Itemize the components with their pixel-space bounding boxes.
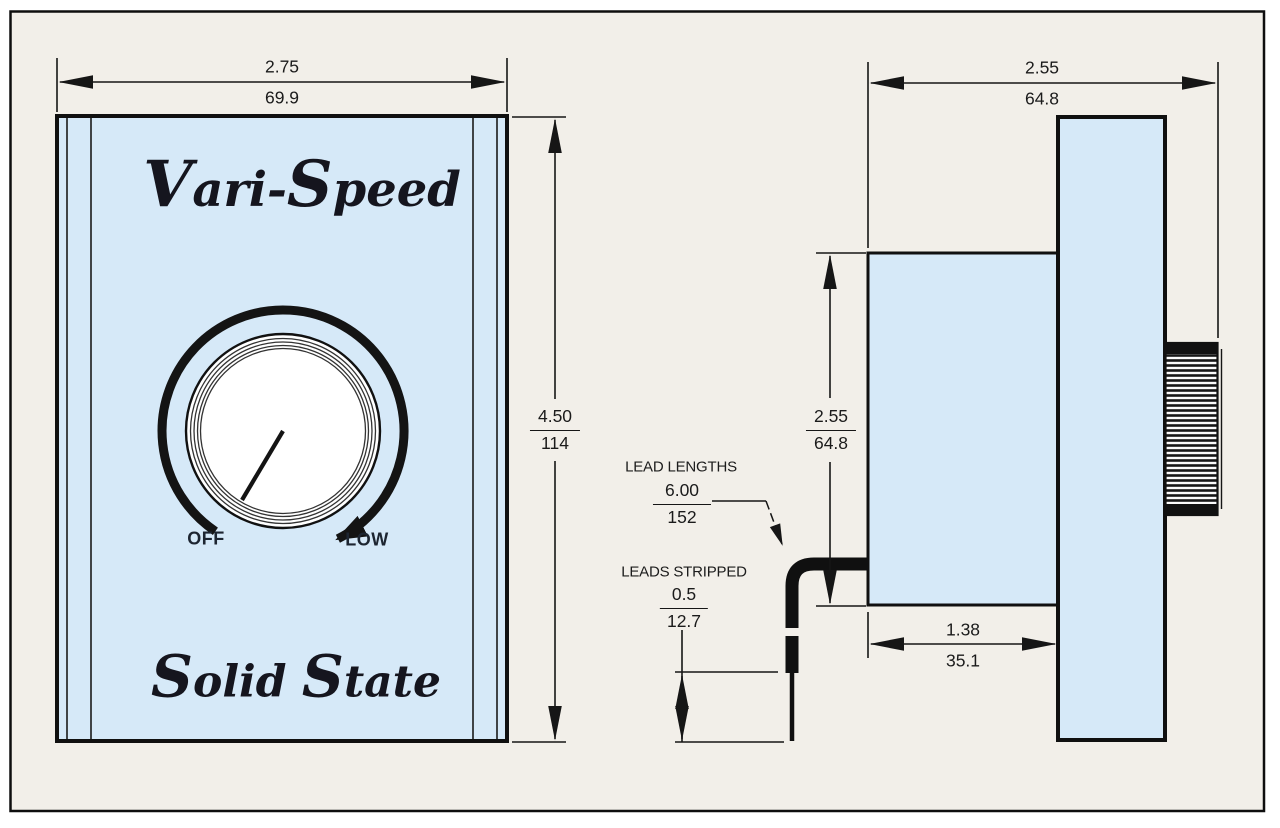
panel-groove-lines xyxy=(66,118,498,739)
front-height-label: 4.50 114 xyxy=(529,407,581,453)
lead-lengths-value: 6.00 152 xyxy=(652,481,712,527)
lead-lengths-leader xyxy=(712,500,783,546)
lead-lengths-label: LEAD LENGTHS xyxy=(625,458,737,476)
brand-cap: S xyxy=(286,147,333,221)
knob-ring xyxy=(189,337,377,525)
body-height-mm: 64.8 xyxy=(813,432,849,453)
knob-ring xyxy=(196,344,370,518)
brand-text: olid xyxy=(192,656,302,708)
front-height-dimension xyxy=(512,116,566,743)
side-width-mm: 64.8 xyxy=(1024,88,1060,109)
rotation-arc xyxy=(157,305,409,543)
body-height-label: 2.55 64.8 xyxy=(805,407,857,453)
knurled-shaft xyxy=(1164,341,1223,517)
body-height-inches: 2.55 xyxy=(805,407,857,431)
front-height-inches: 4.50 xyxy=(529,407,581,431)
body-height-dimension xyxy=(816,252,866,607)
brand-title: Vari-Speed xyxy=(143,147,461,221)
low-label: LOW xyxy=(345,529,389,550)
brand-cap: S xyxy=(301,641,344,711)
front-width-inches: 2.75 xyxy=(264,56,300,77)
off-label: OFF xyxy=(187,528,225,549)
knob-ring xyxy=(199,347,367,515)
brand-text: tate xyxy=(343,656,441,708)
front-height-mm: 114 xyxy=(541,432,569,453)
side-width-dimension xyxy=(867,62,1219,338)
leads-stripped-dimension xyxy=(675,630,784,743)
side-body xyxy=(866,251,1060,607)
front-width-mm: 69.9 xyxy=(264,87,300,108)
brand-text: peed xyxy=(332,162,461,218)
brand-cap: V xyxy=(143,147,193,221)
knob-ring xyxy=(193,341,373,521)
leads-stripped-label: LEADS STRIPPED xyxy=(621,563,747,581)
side-view xyxy=(675,62,1223,743)
knob-dial xyxy=(184,332,382,530)
body-depth-mm: 35.1 xyxy=(945,650,981,671)
body-depth-inches: 1.38 xyxy=(945,619,981,640)
brand-subtitle: Solid State xyxy=(151,642,441,711)
front-view xyxy=(55,58,566,743)
brand-cap: S xyxy=(151,641,193,711)
lead-lengths-mm: 152 xyxy=(667,506,697,527)
body-depth-dimension xyxy=(867,612,1057,658)
lead-lengths-inches: 6.00 xyxy=(652,481,712,505)
lead-wire xyxy=(785,557,869,741)
side-faceplate xyxy=(1056,115,1167,742)
leads-stripped-inches: 0.5 xyxy=(659,585,709,609)
side-width-inches: 2.55 xyxy=(1024,57,1060,78)
brand-text: ari- xyxy=(192,162,287,218)
front-width-dimension xyxy=(56,58,508,112)
leads-stripped-value: 0.5 12.7 xyxy=(659,585,709,631)
leads-stripped-mm: 12.7 xyxy=(666,610,702,631)
knob-pointer xyxy=(240,429,285,502)
